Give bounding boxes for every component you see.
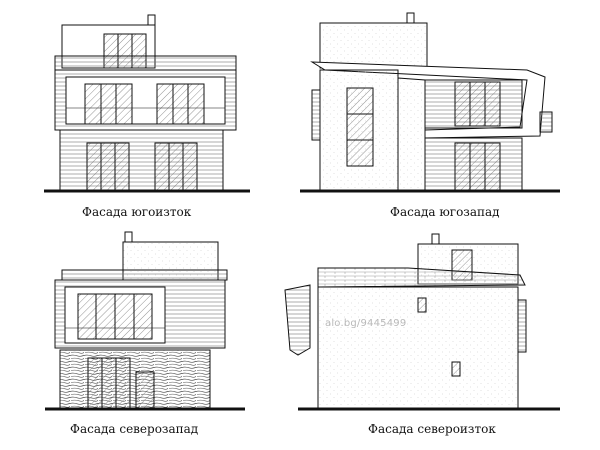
facade-northeast [284, 233, 560, 411]
caption-southeast: Фасада югоизток [82, 205, 192, 219]
caption-southwest: Фасада югозапад [390, 205, 500, 219]
caption-northeast: Фасада североизток [368, 422, 496, 436]
caption-northwest: Фасада северозапад [70, 422, 199, 436]
facade-southeast [44, 14, 250, 193]
facade-northwest [45, 231, 245, 411]
facade-southwest [300, 12, 560, 193]
watermark-text: alo.bg/9445499 [325, 318, 407, 329]
